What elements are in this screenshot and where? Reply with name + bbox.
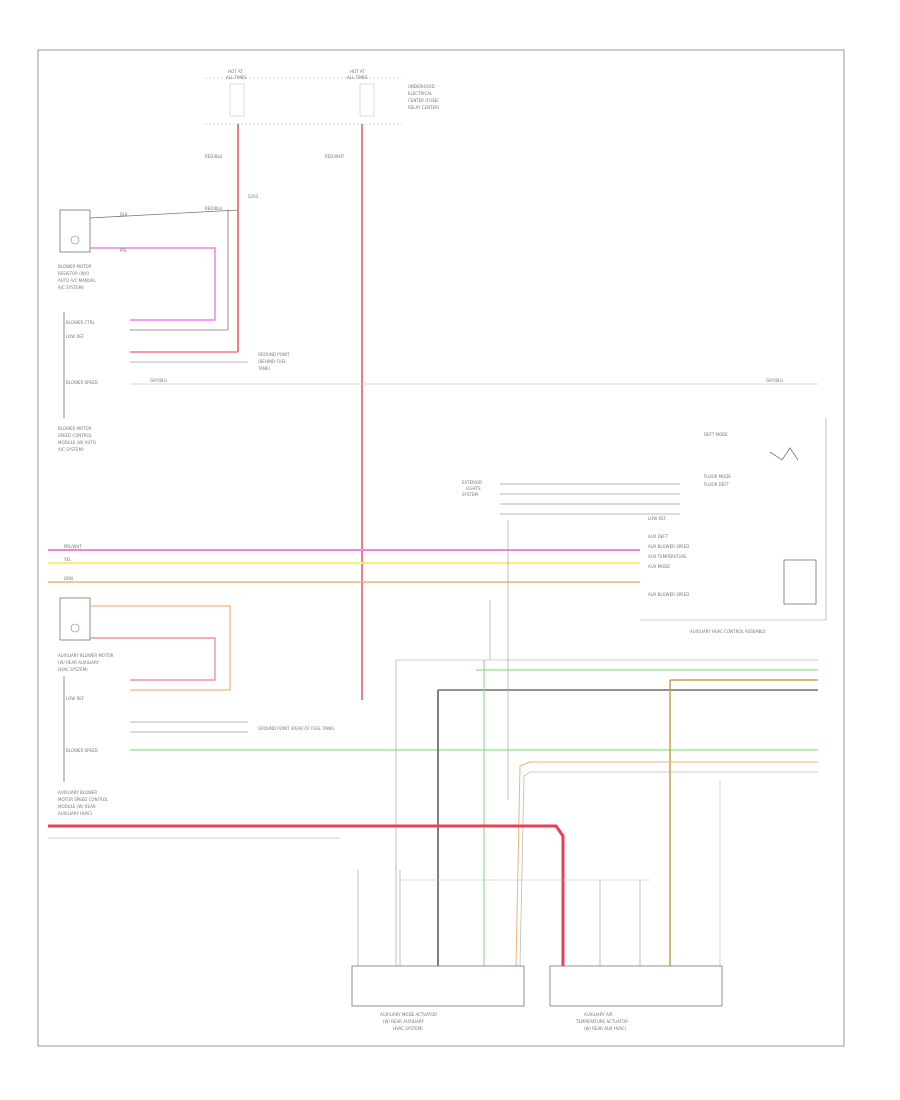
svg-text:MODULE (W/ REAR: MODULE (W/ REAR: [58, 804, 96, 809]
svg-text:RESISTOR (W/O: RESISTOR (W/O: [58, 271, 89, 276]
svg-text:(W/ REAR AUX HVAC): (W/ REAR AUX HVAC): [584, 1026, 627, 1031]
svg-text:UNDERHOOD: UNDERHOOD: [408, 84, 435, 89]
svg-text:AUXILIARY BLOWER MOTOR: AUXILIARY BLOWER MOTOR: [58, 653, 114, 658]
svg-text:TANK): TANK): [257, 366, 270, 371]
svg-text:AUXILIARY HVAC CONTROL ASSEMBL: AUXILIARY HVAC CONTROL ASSEMBLY: [690, 629, 766, 634]
svg-text:LOW REF: LOW REF: [648, 516, 667, 521]
svg-text:RED/BLU: RED/BLU: [205, 154, 223, 159]
svg-text:HVAC SYSTEM): HVAC SYSTEM): [393, 1026, 423, 1031]
svg-text:HVAC SYSTEM): HVAC SYSTEM): [58, 667, 88, 672]
svg-text:LIGHTS: LIGHTS: [466, 486, 481, 491]
svg-text:FLOOR MODE: FLOOR MODE: [704, 474, 731, 479]
blower-motor-lower: [59, 597, 91, 641]
svg-text:ORN: ORN: [64, 576, 73, 581]
diagram-frame: [37, 49, 845, 1047]
svg-text:(W/ REAR AUXILIARY: (W/ REAR AUXILIARY: [58, 660, 99, 665]
svg-text:AUX TEMPERATURE: AUX TEMPERATURE: [648, 554, 687, 559]
svg-text:FLOOR DEFT: FLOOR DEFT: [704, 482, 730, 487]
svg-text:PPL: PPL: [120, 248, 128, 253]
actuator-right: AUXILIARY AIR TEMPERATURE ACTUATOR (W/ R…: [549, 965, 723, 1031]
svg-text:AUX DEFT: AUX DEFT: [648, 534, 669, 539]
svg-text:LOW REF: LOW REF: [66, 696, 85, 701]
svg-text:(W/ REAR AUXILIARY: (W/ REAR AUXILIARY: [383, 1019, 424, 1024]
svg-text:AUX BLOWER SPEED: AUX BLOWER SPEED: [648, 544, 689, 549]
svg-text:CENTER (FUSE/: CENTER (FUSE/: [408, 98, 439, 103]
hvac-control-assembly: DEFT MODE FLOOR MODE FLOOR DEFT LOW REF …: [462, 418, 827, 634]
svg-text:GRY/BLU: GRY/BLU: [766, 378, 783, 383]
svg-text:DEFT MODE: DEFT MODE: [704, 432, 728, 437]
svg-text:(BEHIND FUEL: (BEHIND FUEL: [258, 359, 287, 364]
svg-text:RED/BLU: RED/BLU: [205, 206, 223, 211]
svg-text:HOT AT: HOT AT: [350, 69, 365, 74]
svg-text:AUX BLOWER SPEED: AUX BLOWER SPEED: [648, 592, 689, 597]
svg-text:MODULE (W/ AUTO: MODULE (W/ AUTO: [58, 440, 96, 445]
svg-text:MOTOR SPEED CONTROL: MOTOR SPEED CONTROL: [58, 797, 109, 802]
svg-text:AUXILIARY BLOWER: AUXILIARY BLOWER: [58, 790, 97, 795]
svg-text:S203: S203: [248, 194, 259, 199]
fuse-block-top: HOT AT ALL TIMES HOT AT ALL TIMES UNDERH…: [205, 69, 440, 125]
svg-text:A/C SYSTEM): A/C SYSTEM): [58, 447, 84, 452]
svg-text:SYSTEM: SYSTEM: [462, 492, 478, 497]
svg-text:LOW REF: LOW REF: [66, 334, 85, 339]
svg-text:SPEED CONTROL: SPEED CONTROL: [58, 433, 93, 438]
svg-text:RED/WHT: RED/WHT: [325, 154, 345, 159]
svg-text:BLOWER MOTOR: BLOWER MOTOR: [58, 264, 92, 269]
svg-text:PPL/WHT: PPL/WHT: [64, 544, 82, 549]
actuator-left: AUXILIARY MODE ACTUATOR (W/ REAR AUXILIA…: [351, 965, 525, 1031]
svg-text:AUXILIARY MODE ACTUATOR: AUXILIARY MODE ACTUATOR: [380, 1012, 437, 1017]
wire-red-thick: [48, 824, 565, 966]
svg-text:BLOWER SPEED: BLOWER SPEED: [66, 748, 98, 753]
svg-text:A/C SYSTEM): A/C SYSTEM): [58, 285, 84, 290]
svg-text:GROUND POINT (REAR OF FUEL TAN: GROUND POINT (REAR OF FUEL TANK): [258, 726, 335, 731]
svg-text:GRY/BLU: GRY/BLU: [150, 378, 167, 383]
svg-text:AUTO A/C MANUAL: AUTO A/C MANUAL: [58, 278, 97, 283]
svg-text:EXTERIOR: EXTERIOR: [462, 480, 482, 485]
svg-text:ALL TIMES: ALL TIMES: [347, 75, 368, 80]
svg-text:AUXILIARY AIR: AUXILIARY AIR: [584, 1012, 613, 1017]
svg-text:BLOWER MOTOR: BLOWER MOTOR: [58, 426, 92, 431]
svg-text:BLOWER SPEED: BLOWER SPEED: [66, 380, 98, 385]
svg-text:TEMPERATURE ACTUATOR: TEMPERATURE ACTUATOR: [575, 1019, 628, 1024]
svg-text:AUX MODE: AUX MODE: [648, 564, 670, 569]
svg-text:BLOWER CTRL: BLOWER CTRL: [66, 320, 96, 325]
svg-text:ALL TIMES: ALL TIMES: [226, 75, 247, 80]
blower-control-lower: LOW REF BLOWER SPEED AUXILIARY BLOWER MO…: [58, 676, 818, 816]
svg-text:RELAY CENTER): RELAY CENTER): [408, 105, 440, 110]
blower-control-upper: BLOWER CTRL LOW REF BLOWER SPEED BLOWER …: [58, 210, 818, 452]
svg-text:GROUND POINT: GROUND POINT: [258, 352, 290, 357]
svg-text:HOT AT: HOT AT: [228, 69, 243, 74]
svg-text:ELECTRICAL: ELECTRICAL: [408, 91, 433, 96]
svg-text:YEL: YEL: [63, 557, 72, 562]
blower-motor-upper: [59, 209, 91, 253]
svg-text:BLK: BLK: [120, 212, 128, 217]
svg-text:AUXILIARY HVAC): AUXILIARY HVAC): [58, 811, 93, 816]
